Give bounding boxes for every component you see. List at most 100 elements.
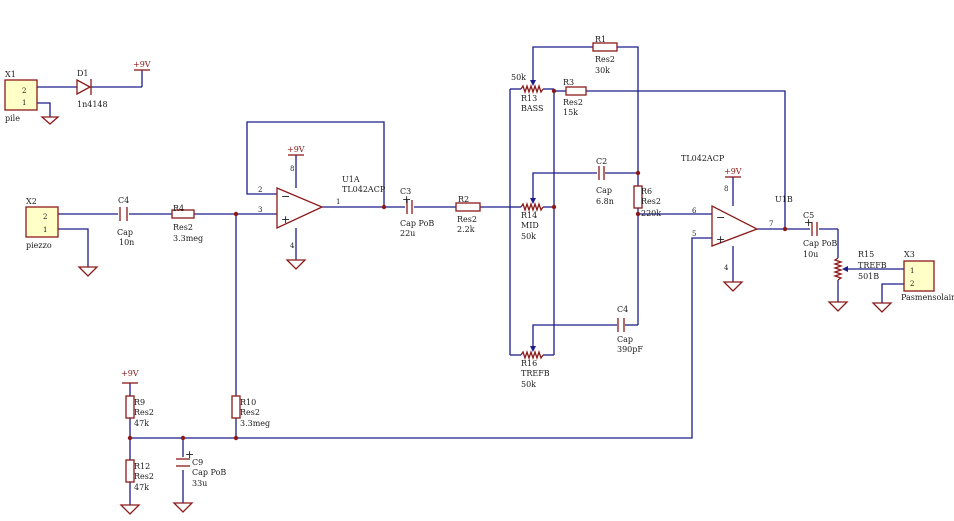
x2-ref: X2 (26, 197, 37, 206)
capacitor-c9[interactable]: + C9 Cap PoB 33u (176, 448, 226, 488)
connector-x2[interactable]: X2 2 1 piezzo (25, 197, 59, 250)
svg-text:501B: 501B (858, 272, 879, 281)
capacitor-c3[interactable]: + C3 Cap PoB 22u (400, 187, 434, 238)
svg-text:Cap: Cap (617, 335, 633, 344)
capacitor-c4-treble[interactable]: C4 Cap 390pF (617, 305, 643, 354)
svg-text:+: + (716, 233, 725, 246)
svg-text:3.3meg: 3.3meg (240, 419, 270, 428)
resistor-r4[interactable]: R4 Res2 3.3meg (171, 204, 203, 243)
svg-text:2.2k: 2.2k (457, 225, 475, 234)
svg-text:47k: 47k (134, 483, 149, 492)
svg-text:Res2: Res2 (457, 215, 477, 224)
ground-c9 (172, 502, 194, 513)
svg-text:TL042ACP: TL042ACP (681, 154, 725, 163)
capacitor-c2[interactable]: C2 Cap 6.8n (596, 157, 614, 206)
potentiometer-r13-bass[interactable]: 50k R13 BASS (511, 73, 544, 113)
opamp-u1a[interactable]: − + 2 3 1 8 4 U1A TL042ACP (258, 165, 386, 250)
ground-symbols (40, 116, 893, 515)
resistor-r12[interactable]: R12 Res2 47k (125, 459, 154, 492)
svg-text:6: 6 (692, 207, 697, 215)
svg-text:Res2: Res2 (563, 98, 583, 107)
svg-text:1: 1 (910, 267, 914, 275)
svg-text:TREFB: TREFB (521, 369, 550, 378)
svg-text:Res2: Res2 (134, 408, 154, 417)
potentiometer-r14-mid[interactable]: R14 MID 50k (520, 198, 544, 241)
ground-r15 (827, 301, 849, 312)
svg-text:3: 3 (258, 206, 262, 214)
svg-text:Cap PoB: Cap PoB (400, 219, 434, 228)
svg-text:C4: C4 (617, 305, 628, 314)
opamp-u1b[interactable]: − + 6 5 7 8 4 U1B TL042ACP (681, 154, 793, 272)
svg-text:30k: 30k (595, 66, 610, 75)
potentiometer-r15-volume[interactable]: R15 TREFB 501B (832, 250, 887, 281)
connector-x3[interactable]: X3 1 2 Pasmensolaine (901, 250, 954, 302)
svg-text:R14: R14 (521, 211, 537, 220)
junctions (127, 88, 788, 441)
svg-text:1: 1 (22, 99, 26, 107)
svg-text:Res2: Res2 (595, 55, 615, 64)
svg-text:1: 1 (43, 226, 47, 234)
resistor-r1[interactable]: R1 Res2 30k (592, 35, 618, 75)
capacitor-c4-input[interactable]: C4 Cap 10n (117, 196, 134, 247)
resistor-r6[interactable]: R6 Res2 220k (633, 185, 661, 218)
svg-text:U1B: U1B (775, 195, 793, 204)
ground-x3 (871, 302, 893, 313)
svg-text:50k: 50k (511, 73, 526, 82)
diode-d1[interactable]: D1 1n4148 (76, 69, 108, 109)
svg-text:50k: 50k (521, 232, 536, 241)
ground-r12 (119, 504, 141, 515)
svg-text:R3: R3 (563, 78, 574, 87)
x3-name: Pasmensolaine (901, 293, 954, 302)
svg-text:2: 2 (22, 87, 26, 95)
capacitor-c5[interactable]: + C5 Cap PoB 10u (803, 211, 837, 259)
ground-x1 (40, 116, 60, 125)
svg-text:Res2: Res2 (173, 223, 193, 232)
resistor-r3[interactable]: R3 Res2 15k (563, 78, 587, 117)
svg-text:8: 8 (290, 165, 294, 173)
svg-text:10n: 10n (119, 238, 134, 247)
svg-text:R12: R12 (134, 462, 150, 471)
svg-text:+: + (804, 216, 813, 229)
svg-text:MID: MID (521, 221, 539, 230)
svg-text:R13: R13 (521, 94, 537, 103)
x2-name: piezzo (26, 241, 52, 250)
svg-text:1n4148: 1n4148 (77, 100, 108, 109)
svg-text:15k: 15k (563, 108, 578, 117)
svg-text:2: 2 (258, 186, 262, 194)
svg-text:390pF: 390pF (617, 345, 643, 354)
power-label-u1b: +9V (724, 167, 742, 176)
ground-u1a (285, 259, 307, 270)
svg-text:33u: 33u (192, 479, 207, 488)
svg-text:R10: R10 (240, 398, 256, 407)
svg-text:R6: R6 (641, 187, 652, 196)
resistor-r9[interactable]: R9 Res2 47k (125, 395, 154, 428)
x1-ref: X1 (5, 70, 16, 79)
svg-text:+: + (281, 213, 290, 226)
svg-text:R9: R9 (134, 398, 145, 407)
svg-text:TL042ACP: TL042ACP (342, 185, 386, 194)
svg-text:4: 4 (290, 242, 295, 250)
svg-text:1: 1 (336, 198, 340, 206)
svg-text:10u: 10u (803, 250, 818, 259)
svg-text:R16: R16 (521, 359, 537, 368)
resistor-r10[interactable]: R10 Res2 3.3meg (231, 395, 270, 428)
svg-text:BASS: BASS (521, 104, 543, 113)
svg-text:C5: C5 (803, 211, 814, 220)
potentiometer-r16-treble[interactable]: R16 TREFB 50k (520, 346, 550, 389)
svg-text:TREFB: TREFB (858, 261, 887, 270)
svg-text:C2: C2 (596, 157, 607, 166)
svg-text:7: 7 (769, 220, 773, 228)
power-label-d1: +9V (133, 60, 151, 69)
svg-text:50k: 50k (521, 380, 536, 389)
svg-text:D1: D1 (77, 69, 89, 78)
svg-text:R1: R1 (595, 35, 606, 44)
resistor-r2[interactable]: R2 Res2 2.2k (455, 195, 481, 234)
svg-text:+: + (402, 193, 411, 206)
connector-x1[interactable]: X1 2 1 pile (4, 70, 38, 123)
svg-text:Cap: Cap (596, 186, 612, 195)
svg-text:+: + (185, 448, 194, 461)
svg-text:U1A: U1A (342, 175, 360, 184)
svg-text:3.3meg: 3.3meg (173, 234, 203, 243)
